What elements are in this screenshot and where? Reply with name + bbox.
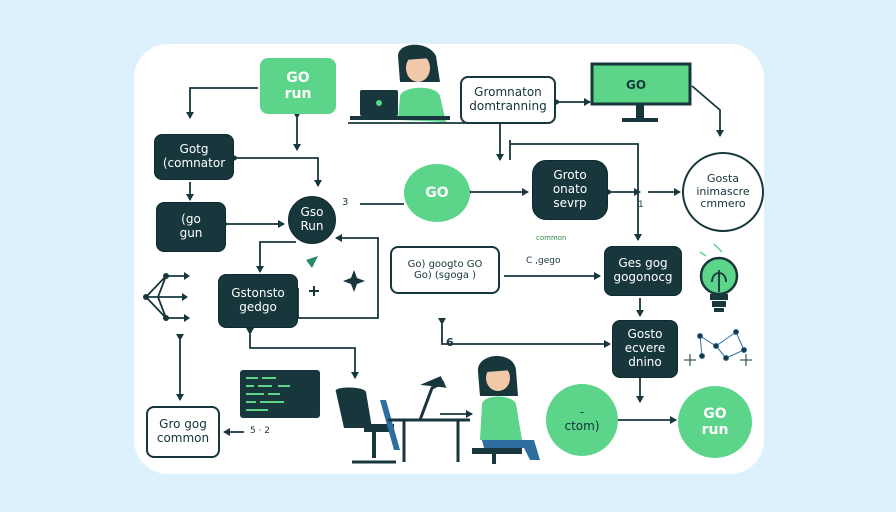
arrow-gstonsto-down (246, 328, 359, 379)
label-one: 1 (638, 200, 644, 210)
network-icon-lines (145, 275, 186, 319)
label-six: 6 (446, 336, 454, 349)
node-go-gun: (go gun (156, 202, 226, 252)
node-groto-onato: Groto onato sevrp (532, 160, 608, 220)
node-gosta: Gosta inimascre cmmero (682, 152, 764, 232)
network-icon (143, 272, 190, 322)
node-gso-run: Gso Run (288, 196, 336, 244)
arrow-go-to-gotg (186, 87, 258, 119)
arrow-gotg-to-gso (232, 154, 322, 187)
arrow-gstonsto-loop (297, 234, 379, 319)
code-terminal-icon (240, 370, 320, 418)
node-go-googto: Go) googto GO Go) (sgoga ) (390, 246, 500, 294)
monitor-label: GO (626, 78, 647, 92)
node-gromnaton: Gromnaton domtranning (460, 76, 556, 124)
label-s-two: 5 · 2 (250, 426, 271, 436)
node-go-run-top: GO run (260, 58, 336, 114)
desk-lamp-illustration (388, 376, 470, 462)
label-three: 3 (342, 197, 349, 208)
seated-person-illustration (472, 355, 540, 464)
arrow-laptop-to-table (348, 122, 504, 161)
label-c-gego: C ,gego (526, 256, 561, 266)
node-go-circle: GO (404, 164, 470, 222)
sparkle-icons (306, 256, 365, 296)
node-gosto-ecvere: Gosto ecvere dnino (612, 320, 678, 378)
node-go-run-bottom: GO run (678, 386, 752, 458)
node-gstonsto-gedgo: Gstonsto gedgo (218, 274, 298, 328)
arrow-googto-to-gosto (438, 318, 611, 348)
node-ges-gog: Ges gog gogonocg (604, 246, 682, 296)
lightbulb-icon (699, 243, 739, 312)
node-gotg-comnator: Gotg (comnator (154, 134, 234, 180)
arrow-gromnaton-down (509, 140, 638, 240)
monitor-illustration (590, 62, 692, 122)
arrow-monitor-to-gosta (691, 85, 724, 137)
node-gro-gog-common: Gro gog common (146, 406, 220, 458)
arrow-gso-left-to-gstonsto (256, 241, 296, 273)
office-chair-illustration (335, 387, 400, 464)
laptop-person-illustration (350, 44, 450, 122)
node-ctom: - ctom) (546, 384, 618, 456)
molecule-network-icon (684, 329, 752, 366)
label-common: common (536, 234, 567, 242)
